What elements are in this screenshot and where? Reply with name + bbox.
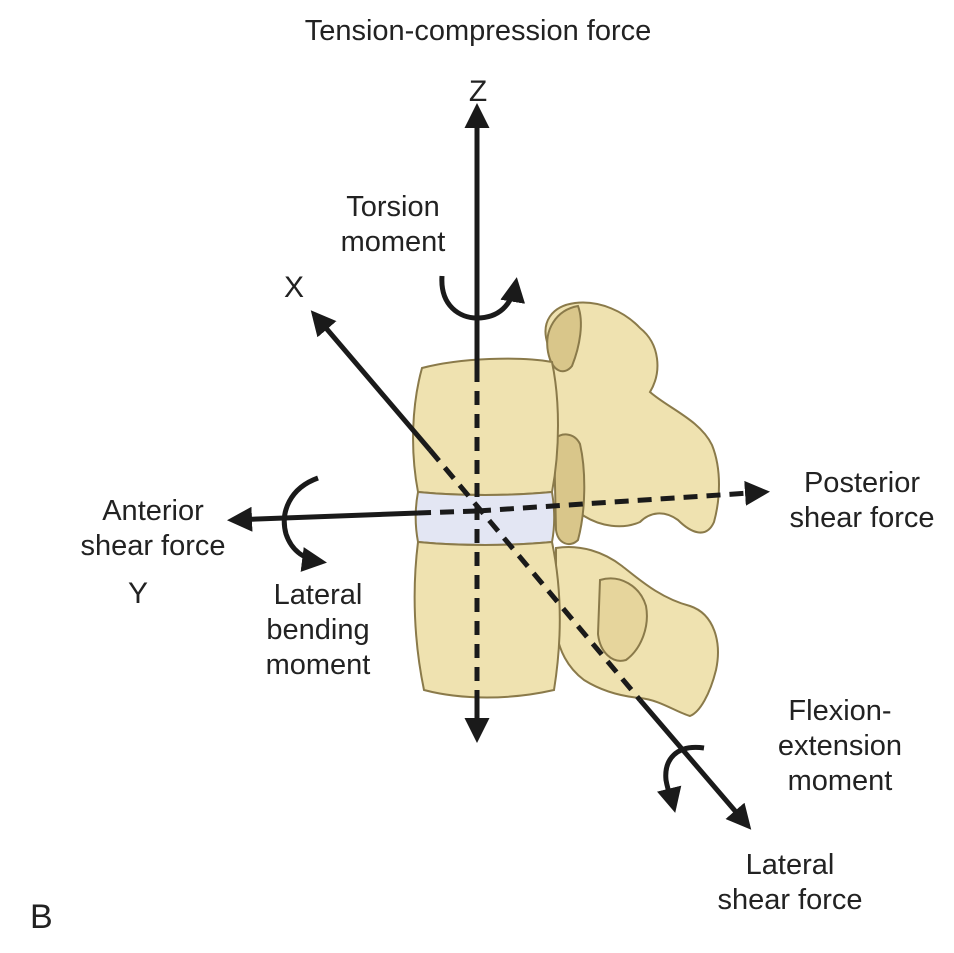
- lateral-shear-force-line-1: Lateral: [700, 848, 880, 883]
- upper-vertebral-body: [413, 359, 558, 495]
- intervertebral-disc: [416, 492, 555, 545]
- flexion-extension-moment-label: Flexion- extension moment: [760, 694, 920, 799]
- flexion-extension-moment-line-2: extension: [760, 729, 920, 764]
- lateral-bending-moment-line-3: moment: [238, 648, 398, 683]
- diagram-title: Tension-compression force: [258, 14, 698, 49]
- posterior-shear-force-line-2: shear force: [772, 501, 952, 536]
- posterior-shear-force-line-1: Posterior: [772, 466, 952, 501]
- posterior-shear-force-label: Posterior shear force: [772, 466, 952, 536]
- flexion-extension-moment-arrow: [666, 747, 704, 808]
- x-axis-lower: [640, 700, 748, 826]
- anterior-shear-force-label: Anterior shear force: [58, 494, 248, 564]
- torsion-moment-label: Torsion moment: [318, 190, 468, 260]
- lateral-shear-force-label: Lateral shear force: [700, 848, 880, 918]
- x-axis-upper: [314, 314, 430, 450]
- panel-letter: B: [30, 900, 53, 935]
- anterior-shear-force-line-1: Anterior: [58, 494, 248, 529]
- y-axis-segment-disc: [418, 511, 477, 513]
- x-axis-label: X: [276, 270, 312, 305]
- y-axis-label: Y: [120, 576, 156, 611]
- lateral-bending-moment-label: Lateral bending moment: [238, 578, 398, 683]
- z-axis-label: Z: [458, 74, 498, 109]
- vertebra-illustration: [413, 303, 719, 716]
- pedicle-shading: [554, 434, 584, 544]
- lateral-shear-force-line-2: shear force: [700, 883, 880, 918]
- lower-vertebral-body: [415, 542, 560, 698]
- anterior-shear-force-line-2: shear force: [58, 529, 248, 564]
- flexion-extension-moment-line-1: Flexion-: [760, 694, 920, 729]
- flexion-extension-moment-line-3: moment: [760, 764, 920, 799]
- torsion-moment-line-2: moment: [318, 225, 468, 260]
- torsion-moment-line-1: Torsion: [318, 190, 468, 225]
- y-axis-anterior: [232, 513, 418, 520]
- lateral-bending-moment-line-1: Lateral: [238, 578, 398, 613]
- lateral-bending-moment-line-2: bending: [238, 613, 398, 648]
